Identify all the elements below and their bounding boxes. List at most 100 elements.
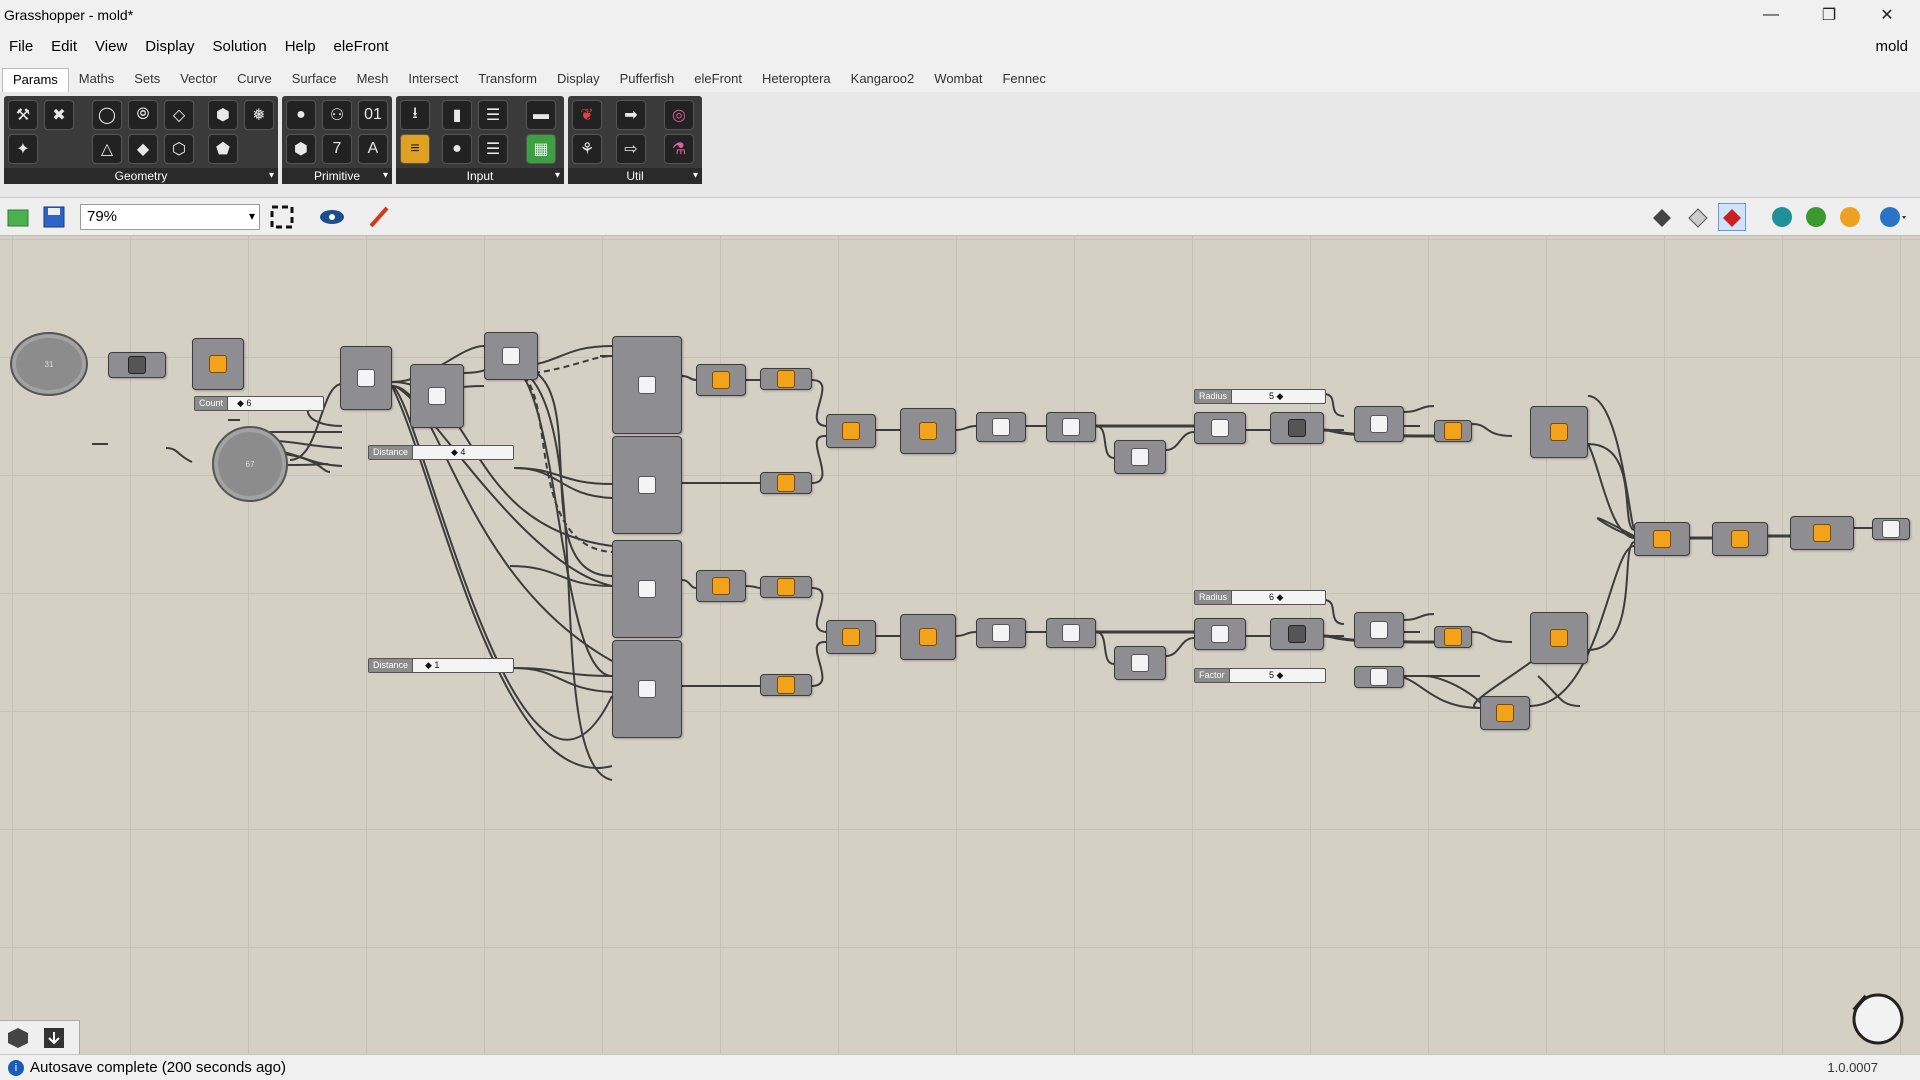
close-button[interactable]: ✕ bbox=[1880, 7, 1894, 24]
menu-view[interactable]: View bbox=[95, 37, 128, 55]
brep-component[interactable] bbox=[1530, 612, 1588, 664]
offset-curve-component[interactable] bbox=[612, 640, 682, 738]
menu-display[interactable]: Display bbox=[145, 37, 195, 55]
boundary-surface-component[interactable] bbox=[760, 472, 812, 494]
brep-edges-component[interactable] bbox=[900, 614, 956, 660]
divide-curve-component[interactable] bbox=[1270, 618, 1324, 650]
ribbon-icon[interactable]: 7 bbox=[322, 134, 352, 164]
bake-component[interactable] bbox=[1712, 522, 1768, 556]
region-union-component[interactable] bbox=[826, 620, 876, 654]
expression-component[interactable] bbox=[1354, 666, 1404, 688]
ribbon-icon[interactable]: ◎ bbox=[664, 100, 694, 130]
divide-curve-component[interactable] bbox=[1270, 412, 1324, 444]
zoom-dropdown[interactable]: 79% ▾ bbox=[80, 204, 260, 230]
ribbon-icon[interactable]: ≡ bbox=[400, 134, 430, 164]
ribbon-icon[interactable]: ▮ bbox=[442, 100, 472, 130]
minimize-button[interactable]: — bbox=[1763, 6, 1779, 23]
ribbon-icon[interactable]: A bbox=[358, 134, 388, 164]
tab-surface[interactable]: Surface bbox=[291, 71, 337, 86]
ribbon-icon[interactable]: △ bbox=[92, 134, 122, 164]
hexagon-button[interactable] bbox=[4, 1024, 32, 1052]
bounds-component[interactable] bbox=[1114, 440, 1166, 474]
ribbon-icon[interactable]: ◇ bbox=[164, 100, 194, 130]
tab-heteroptera[interactable]: Heteroptera bbox=[762, 71, 831, 86]
extrude-component[interactable] bbox=[1434, 420, 1472, 442]
ribbon-icon[interactable]: ⦾ bbox=[128, 100, 158, 130]
number-slider[interactable]: Factor 5 ◆ bbox=[1194, 668, 1326, 683]
sketch-button[interactable] bbox=[366, 203, 394, 231]
construct-domain-component[interactable] bbox=[1194, 412, 1246, 444]
ribbon-icon[interactable]: ✖ bbox=[44, 100, 74, 130]
tab-sets[interactable]: Sets bbox=[134, 71, 161, 86]
ribbon-icon[interactable]: ◯ bbox=[92, 100, 122, 130]
ribbon-icon[interactable]: ● bbox=[442, 134, 472, 164]
series-component[interactable] bbox=[108, 352, 166, 378]
geometry-param[interactable] bbox=[1872, 518, 1910, 540]
preview-wireframe-button[interactable] bbox=[1648, 203, 1676, 231]
ribbon-icon[interactable]: ⬢ bbox=[208, 100, 238, 130]
brep-edges-component[interactable] bbox=[900, 408, 956, 454]
ribbon-icon[interactable]: ⬢ bbox=[286, 134, 316, 164]
length-component[interactable] bbox=[1046, 412, 1096, 442]
menu-edit[interactable]: Edit bbox=[51, 37, 78, 55]
circle-component[interactable] bbox=[484, 332, 538, 380]
download-button[interactable] bbox=[40, 1024, 68, 1052]
circle-cnr-component[interactable] bbox=[1354, 406, 1404, 442]
preview-selected-button[interactable] bbox=[1718, 203, 1746, 231]
ribbon-icon[interactable]: ▦ bbox=[526, 134, 556, 164]
display-mode-button-2[interactable] bbox=[1802, 203, 1830, 231]
region-component[interactable] bbox=[696, 570, 746, 602]
tab-maths[interactable]: Maths bbox=[78, 71, 115, 86]
bounds-component[interactable] bbox=[1114, 646, 1166, 680]
tab-transform[interactable]: Transform bbox=[478, 71, 537, 86]
canvas-navigator-icon[interactable] bbox=[1846, 990, 1910, 1048]
preview-shaded-button[interactable] bbox=[1684, 203, 1712, 231]
menu-solution[interactable]: Solution bbox=[212, 37, 267, 55]
sphere-display-button[interactable] bbox=[1878, 203, 1906, 231]
join-curves-component[interactable] bbox=[976, 412, 1026, 442]
preview-toggle-button[interactable] bbox=[318, 203, 346, 231]
extrude-component[interactable] bbox=[1434, 626, 1472, 648]
panel-label-primitive[interactable]: Primitive bbox=[282, 168, 392, 184]
move-component[interactable] bbox=[1480, 696, 1530, 730]
ribbon-icon[interactable]: ❦ bbox=[572, 100, 602, 130]
ribbon-icon[interactable]: ⬡ bbox=[164, 134, 194, 164]
menu-elefront[interactable]: eleFront bbox=[333, 37, 389, 55]
ribbon-icon[interactable]: ▬ bbox=[526, 100, 556, 130]
solid-difference-component[interactable] bbox=[1634, 522, 1690, 556]
circle-cnr-component[interactable] bbox=[1354, 612, 1404, 648]
ribbon-icon[interactable]: ⚇ bbox=[322, 100, 352, 130]
offset-curve-component[interactable] bbox=[612, 336, 682, 434]
number-slider[interactable]: Count ◆ 6 bbox=[194, 396, 324, 411]
dial-knob[interactable]: 67 bbox=[212, 426, 288, 502]
panel-label-input[interactable]: Input bbox=[396, 168, 564, 184]
ribbon-icon[interactable]: ● bbox=[286, 100, 316, 130]
restore-button[interactable]: ❐ bbox=[1821, 7, 1837, 24]
tab-intersect[interactable]: Intersect bbox=[408, 71, 459, 86]
offset-curve-component[interactable] bbox=[612, 436, 682, 534]
ribbon-icon[interactable]: ☰ bbox=[478, 100, 508, 130]
zoom-extents-button[interactable] bbox=[268, 203, 296, 231]
tab-pufferfish[interactable]: Pufferfish bbox=[619, 71, 675, 86]
boundary-surface-component[interactable] bbox=[760, 576, 812, 598]
menu-file[interactable]: File bbox=[9, 37, 34, 55]
ribbon-icon[interactable]: ⚒ bbox=[8, 100, 38, 130]
region-component[interactable] bbox=[696, 364, 746, 396]
ribbon-icon[interactable]: ☰ bbox=[478, 134, 508, 164]
region-union-component[interactable] bbox=[826, 414, 876, 448]
tab-curve[interactable]: Curve bbox=[237, 71, 272, 86]
open-file-button[interactable] bbox=[4, 203, 32, 231]
closest-point-component[interactable] bbox=[410, 364, 464, 428]
construct-domain-component[interactable] bbox=[1194, 618, 1246, 650]
tab-params[interactable]: Params bbox=[2, 68, 69, 92]
ribbon-icon[interactable]: ⇨ bbox=[616, 134, 646, 164]
ribbon-icon[interactable]: ➡ bbox=[616, 100, 646, 130]
display-mode-button-1[interactable] bbox=[1768, 203, 1796, 231]
number-slider[interactable]: Distance ◆ 4 bbox=[368, 445, 514, 460]
tab-fennec[interactable]: Fennec bbox=[1002, 71, 1046, 86]
offset-curve-component[interactable] bbox=[612, 540, 682, 638]
number-slider[interactable]: Radius 5 ◆ bbox=[1194, 389, 1326, 404]
save-file-button[interactable] bbox=[40, 203, 68, 231]
boundary-surface-component[interactable] bbox=[760, 674, 812, 696]
bake-component[interactable] bbox=[1790, 516, 1854, 550]
